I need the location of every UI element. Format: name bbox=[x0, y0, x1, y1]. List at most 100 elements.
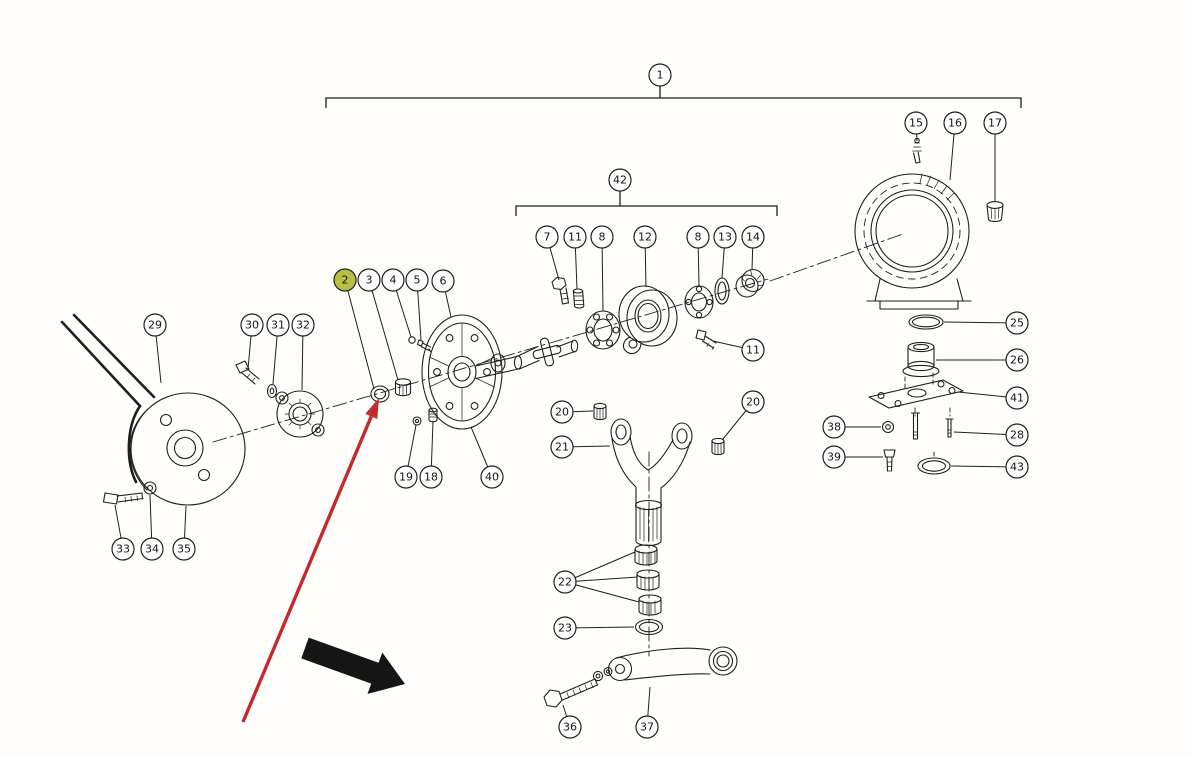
callout-number: 43 bbox=[1010, 461, 1024, 474]
callout-circle[interactable] bbox=[431, 269, 455, 293]
callout-21[interactable]: 21 bbox=[550, 435, 574, 459]
callout-33[interactable]: 33 bbox=[111, 537, 135, 561]
callout-38[interactable]: 38 bbox=[822, 415, 846, 439]
callout-5[interactable]: 5 bbox=[405, 268, 429, 292]
callout-circle[interactable] bbox=[291, 313, 315, 337]
callout-6[interactable]: 6 bbox=[431, 269, 455, 293]
callout-circle[interactable] bbox=[480, 465, 504, 489]
callout-22[interactable]: 22 bbox=[553, 570, 577, 594]
callout-31[interactable]: 31 bbox=[266, 313, 290, 337]
callout-circle[interactable] bbox=[553, 616, 577, 640]
callout-2[interactable]: 2 bbox=[333, 268, 357, 292]
callout-circle[interactable] bbox=[983, 111, 1007, 135]
callout-circle[interactable] bbox=[943, 111, 967, 135]
callout-20-2[interactable]: 20 bbox=[741, 390, 765, 414]
callout-number: 4 bbox=[390, 274, 397, 287]
callout-circle[interactable] bbox=[240, 313, 264, 337]
callout-13[interactable]: 13 bbox=[713, 225, 737, 249]
callout-group-1[interactable]: 1 bbox=[648, 63, 672, 87]
callout-circle[interactable] bbox=[553, 570, 577, 594]
callout-circle[interactable] bbox=[394, 465, 418, 489]
callout-circle[interactable] bbox=[111, 537, 135, 561]
callout-circle[interactable] bbox=[405, 268, 429, 292]
callout-number: 30 bbox=[245, 319, 259, 332]
callout-circle[interactable] bbox=[550, 400, 574, 424]
callout-37[interactable]: 37 bbox=[635, 715, 659, 739]
callout-circle[interactable] bbox=[904, 111, 928, 135]
callout-8-2[interactable]: 8 bbox=[686, 225, 710, 249]
callout-30[interactable]: 30 bbox=[240, 313, 264, 337]
callout-circle[interactable] bbox=[822, 415, 846, 439]
callout-circle[interactable] bbox=[1005, 348, 1029, 372]
callout-circle[interactable] bbox=[1005, 386, 1029, 410]
leader-line-3 bbox=[368, 279, 399, 381]
callout-circle[interactable] bbox=[713, 225, 737, 249]
callout-15[interactable]: 15 bbox=[904, 111, 928, 135]
callout-4[interactable]: 4 bbox=[381, 268, 405, 292]
callout-40[interactable]: 40 bbox=[480, 465, 504, 489]
callout-18[interactable]: 18 bbox=[419, 465, 443, 489]
callout-circle[interactable] bbox=[686, 225, 710, 249]
callout-circle[interactable] bbox=[381, 268, 405, 292]
callout-circle[interactable] bbox=[558, 715, 582, 739]
callout-12[interactable]: 12 bbox=[633, 225, 657, 249]
callout-circle-highlighted[interactable] bbox=[333, 268, 357, 292]
callout-group-42[interactable]: 42 bbox=[608, 168, 632, 192]
callout-25[interactable]: 25 bbox=[1005, 311, 1029, 335]
o-ring-25-drawing bbox=[908, 314, 944, 330]
callout-circle[interactable] bbox=[648, 63, 672, 87]
callout-19[interactable]: 19 bbox=[394, 465, 418, 489]
callout-3[interactable]: 3 bbox=[357, 268, 381, 292]
callout-circle[interactable] bbox=[563, 225, 587, 249]
callout-number: 41 bbox=[1010, 392, 1024, 405]
callout-circle[interactable] bbox=[357, 268, 381, 292]
coupling-12-drawing bbox=[618, 285, 670, 343]
callout-circle[interactable] bbox=[266, 313, 290, 337]
callout-16[interactable]: 16 bbox=[943, 111, 967, 135]
callout-circle[interactable] bbox=[590, 225, 614, 249]
callout-39[interactable]: 39 bbox=[822, 445, 846, 469]
callout-23[interactable]: 23 bbox=[553, 616, 577, 640]
arm-37-drawing bbox=[607, 656, 633, 682]
callout-circle[interactable] bbox=[550, 435, 574, 459]
callout-34[interactable]: 34 bbox=[140, 537, 164, 561]
callout-circle[interactable] bbox=[172, 537, 196, 561]
callout-11-1[interactable]: 11 bbox=[563, 225, 587, 249]
callout-11-2[interactable]: 11 bbox=[741, 338, 765, 362]
callout-circle[interactable] bbox=[1005, 423, 1029, 447]
callout-circle[interactable] bbox=[140, 537, 164, 561]
screw-28-drawing bbox=[945, 418, 954, 438]
red-arrow-head bbox=[365, 398, 379, 419]
callout-circle[interactable] bbox=[822, 445, 846, 469]
callout-circle[interactable] bbox=[1005, 311, 1029, 335]
callout-circle[interactable] bbox=[1005, 455, 1029, 479]
callout-28[interactable]: 28 bbox=[1005, 423, 1029, 447]
callout-number: 23 bbox=[558, 622, 572, 635]
callout-circle[interactable] bbox=[535, 225, 559, 249]
callout-17[interactable]: 17 bbox=[983, 111, 1007, 135]
callout-circle[interactable] bbox=[143, 313, 167, 337]
screw-5-drawing bbox=[416, 339, 424, 347]
callout-36[interactable]: 36 bbox=[558, 715, 582, 739]
callout-circle[interactable] bbox=[633, 225, 657, 249]
callout-circle[interactable] bbox=[608, 168, 632, 192]
callout-circle[interactable] bbox=[741, 390, 765, 414]
callout-32[interactable]: 32 bbox=[291, 313, 315, 337]
callout-41[interactable]: 41 bbox=[1005, 386, 1029, 410]
callout-14[interactable]: 14 bbox=[741, 225, 765, 249]
callout-26[interactable]: 26 bbox=[1005, 348, 1029, 372]
callout-circle[interactable] bbox=[419, 465, 443, 489]
highlight-arrow bbox=[241, 398, 379, 723]
callout-8-1[interactable]: 8 bbox=[590, 225, 614, 249]
hub-parts-drawing bbox=[235, 360, 325, 438]
callout-circle[interactable] bbox=[741, 338, 765, 362]
callout-circle[interactable] bbox=[741, 225, 765, 249]
callout-35[interactable]: 35 bbox=[172, 537, 196, 561]
callout-29[interactable]: 29 bbox=[143, 313, 167, 337]
callout-7[interactable]: 7 bbox=[535, 225, 559, 249]
callout-43[interactable]: 43 bbox=[1005, 455, 1029, 479]
callout-20-1[interactable]: 20 bbox=[550, 400, 574, 424]
callout-circle[interactable] bbox=[635, 715, 659, 739]
